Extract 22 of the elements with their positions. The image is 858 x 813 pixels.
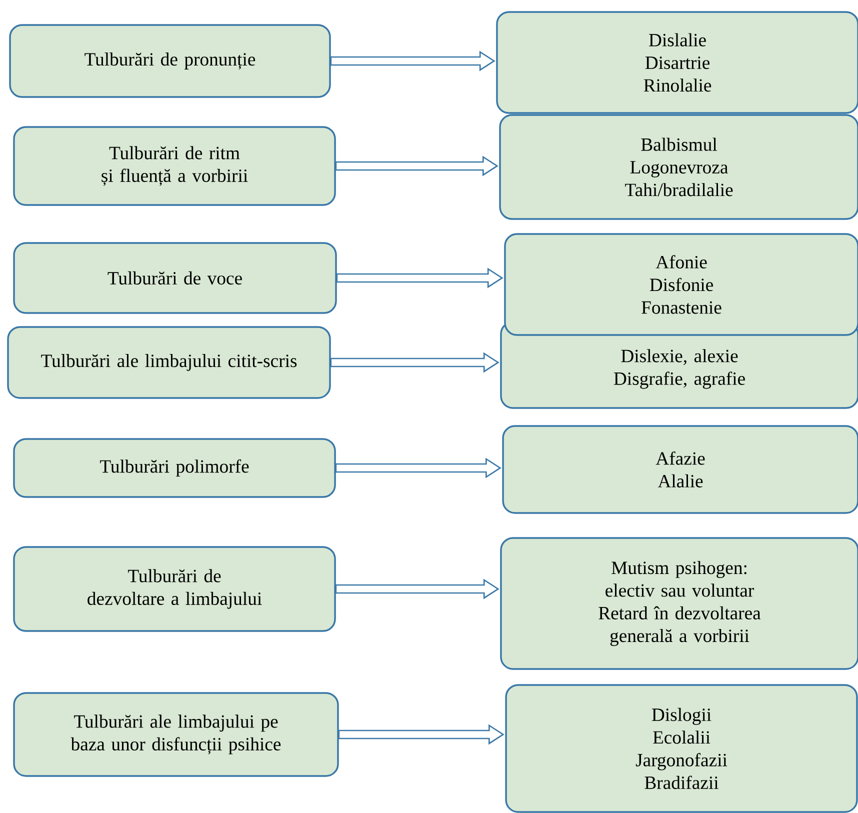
list-box: Mutism psihogen: electiv sau voluntar Retard în dezvoltarea generală a vorbirii [500,537,858,670]
node-label: Disgrafie, agrafie [614,372,745,389]
list-box: Afazie Alalie [502,425,858,514]
list-box: Balbismul Logonevroza Tahi/bradilalie [499,114,858,220]
list-box: Dislogii Ecolalii Jargonofazii Bradifazii [505,684,858,813]
category-box: Tulburări de voce [13,242,337,314]
block-arrow [330,352,500,373]
block-arrow [335,156,498,176]
block-arrow [335,458,502,478]
category-box: Tulburări de ritm și fluență a vorbirii [13,126,336,206]
category-box: Tulburări polimorfe [13,438,336,498]
block-arrow [335,578,500,600]
category-box: Tulburări de pronunție [9,24,331,98]
block-arrow [338,724,504,745]
block-arrow [330,50,496,72]
category-box: Tulburări ale limbajului citit-scris [7,326,331,399]
list-box: Dislalie Disartrie Rinolalie [496,11,858,114]
category-box: Tulburări de dezvoltare a limbajului [13,546,336,632]
category-box: Tulburări ale limbajului pe baza unor disfuncții psihice [13,692,339,777]
block-arrow [336,268,504,288]
list-box: Afonie Disfonie Fonastenie [504,233,858,336]
node-label: Dislexie, alexie [621,349,738,365]
